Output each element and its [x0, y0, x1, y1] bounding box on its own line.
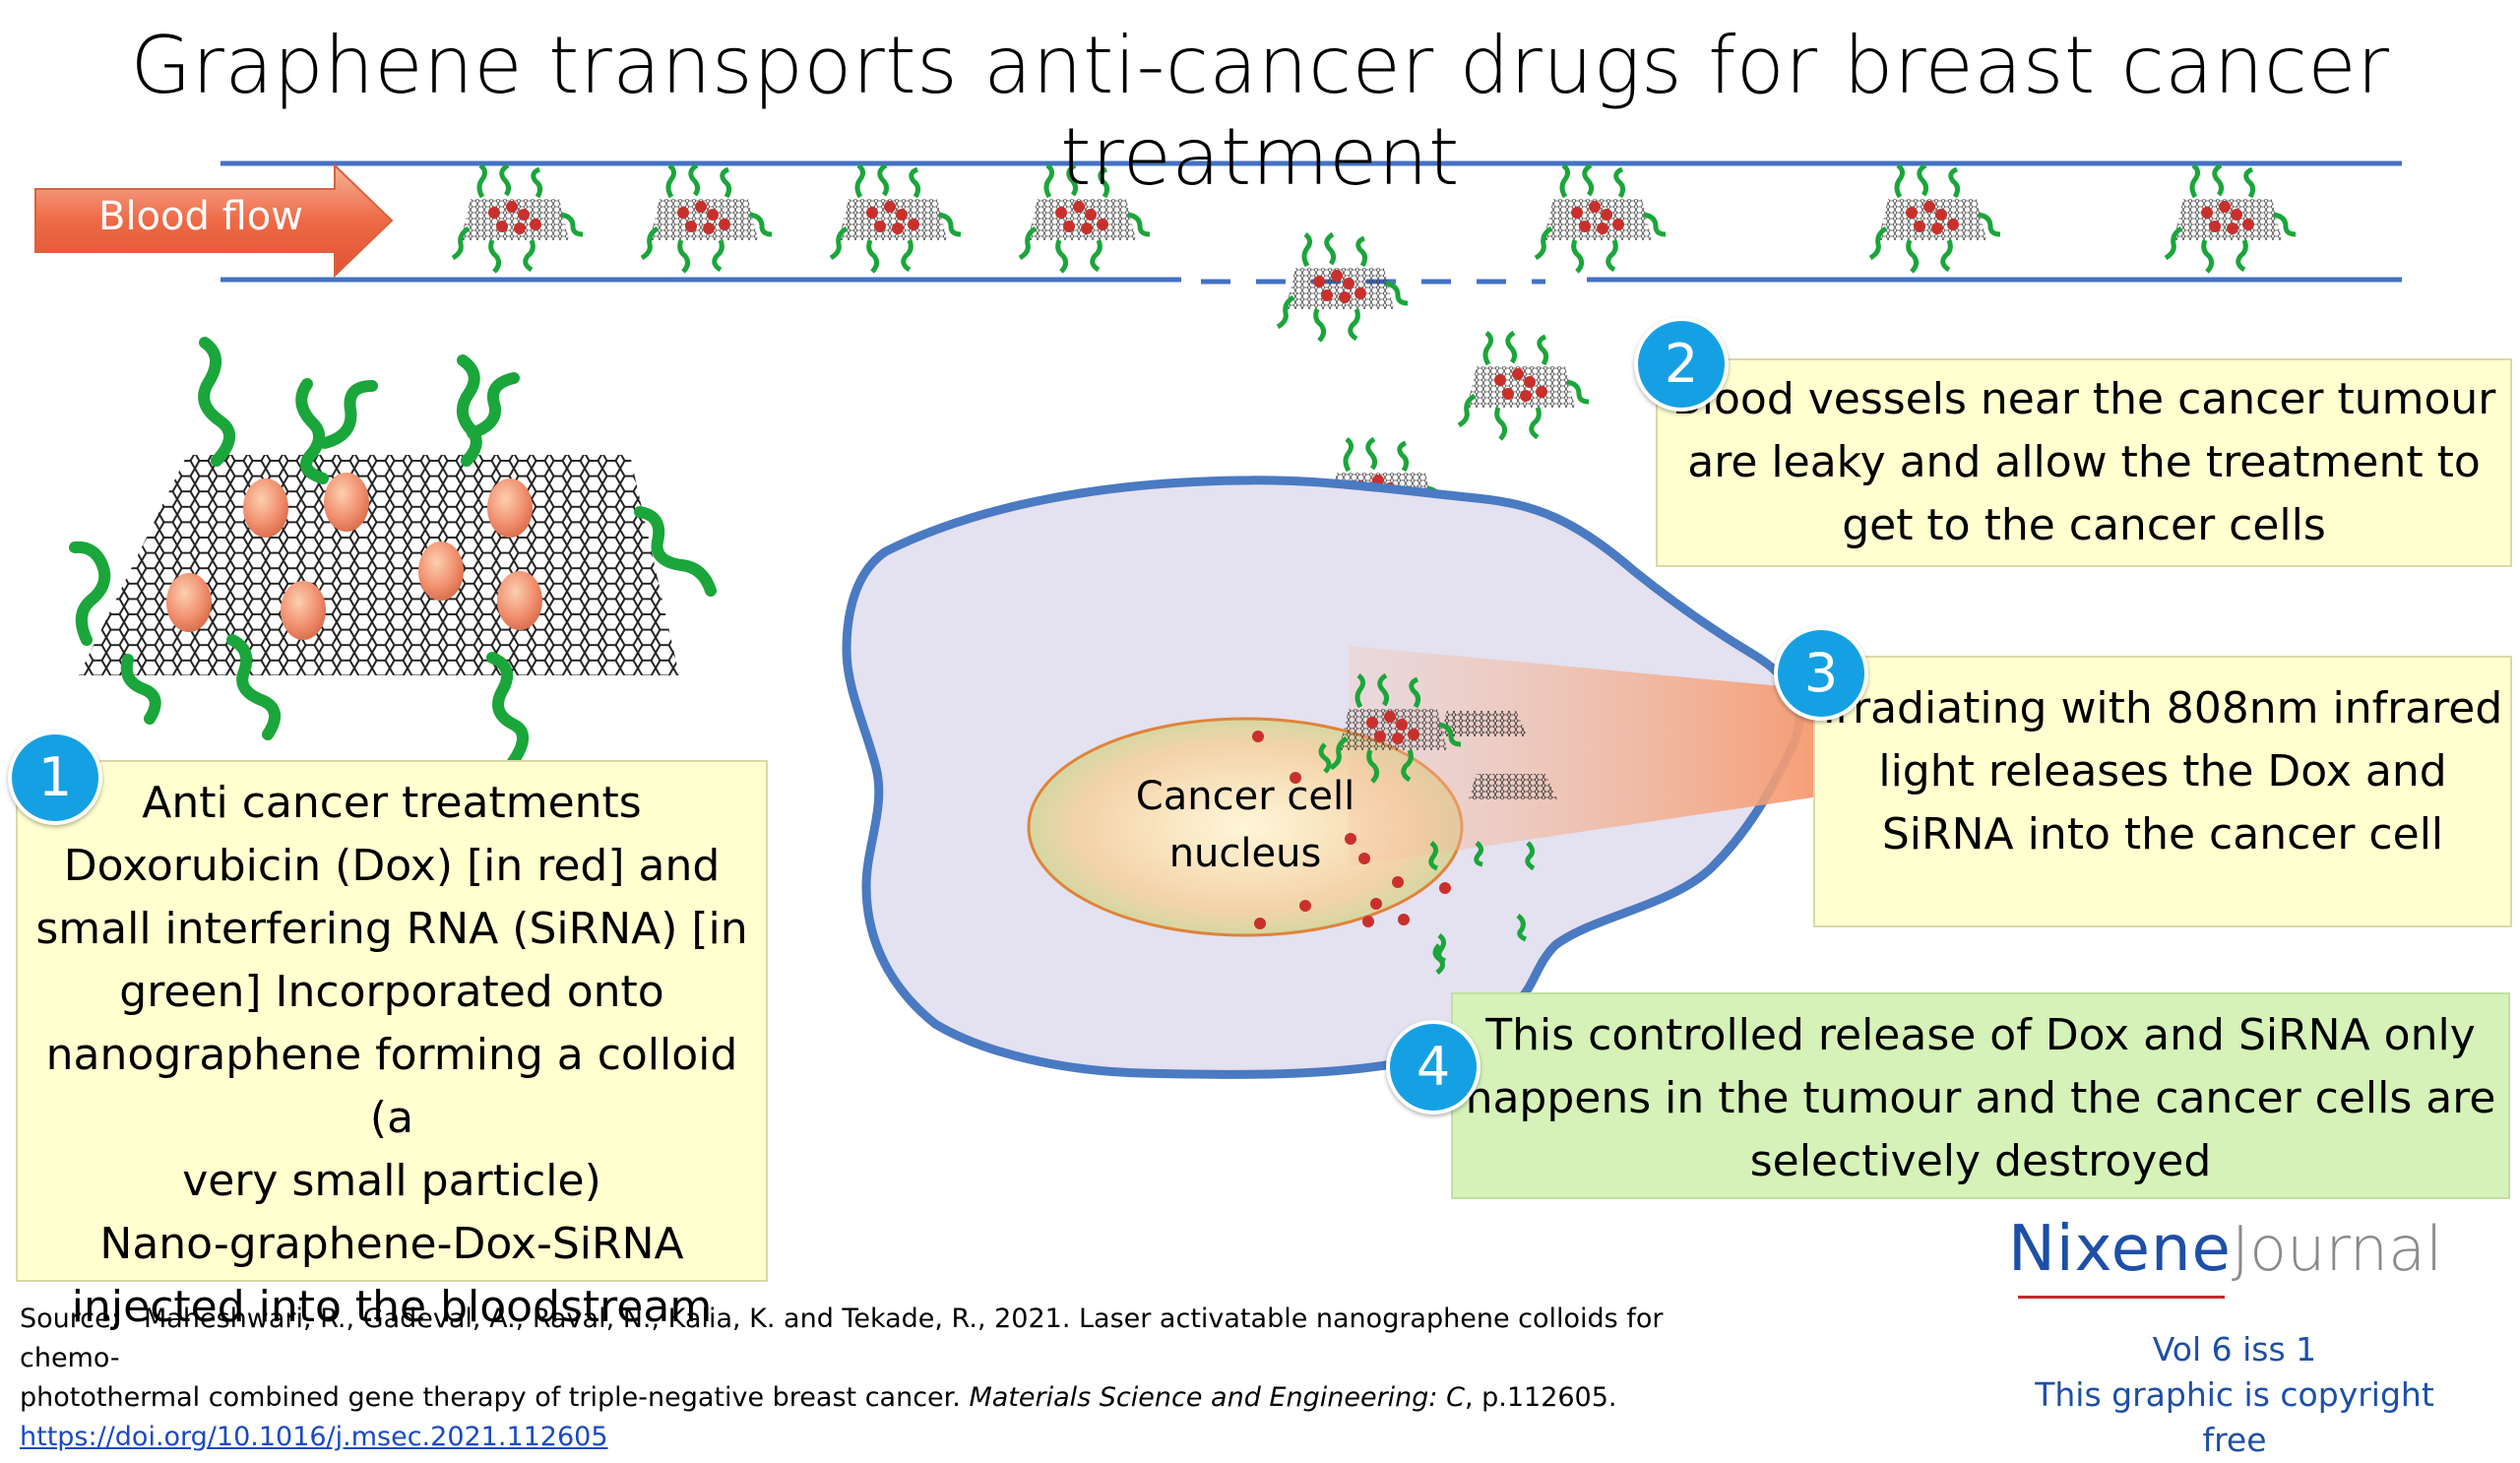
step-4-line: selectively destroyed — [1749, 1136, 2212, 1186]
nucleus-label: Cancer cell nucleus — [1102, 768, 1388, 882]
source-line-1: Source:Maheshwari, R., Gadeval, A., Rava… — [20, 1300, 1713, 1378]
step-1-line: green] Incorporated onto — [119, 967, 664, 1017]
dox-molecules — [166, 473, 542, 640]
source-text-1: Maheshwari, R., Gadeval, A., Raval, N., … — [20, 1304, 1664, 1373]
step-2-line: are leaky and allow the treatment to — [1687, 437, 2481, 487]
blood-flow-arrow — [34, 162, 394, 279]
step-2-badge: 2 — [1634, 317, 1729, 412]
source-citation: Source:Maheshwari, R., Gadeval, A., Rava… — [20, 1300, 1713, 1457]
source-line-3: https://doi.org/10.1016/j.msec.2021.1126… — [20, 1418, 1713, 1457]
copyright-note: This graphic is copyright free — [2035, 1375, 2434, 1459]
volume-label: Vol 6 iss 1 — [2152, 1330, 2317, 1368]
brand-name-nixene: Nixene — [2008, 1213, 2232, 1286]
source-line-2: photothermal combined gene therapy of tr… — [20, 1378, 1713, 1418]
infrared-beam — [1349, 646, 1813, 866]
nucleus-label-line: nucleus — [1168, 831, 1322, 876]
page-title: Graphene transports anti-cancer drugs fo… — [130, 20, 2390, 203]
brand-underline — [2018, 1296, 2225, 1299]
source-label: Source: — [20, 1304, 120, 1334]
step-2-line: Blood vessels near the cancer tumour — [1671, 374, 2496, 424]
step-1-line: Anti cancer treatments — [142, 778, 642, 828]
step-4-line: This controlled release of Dox and SiRNA… — [1485, 1010, 2476, 1060]
source-text-2a: photothermal combined gene therapy of tr… — [20, 1382, 970, 1413]
step-2-line: get to the cancer cells — [1842, 500, 2326, 550]
step-1-line: injected into the bloodstream — [71, 1282, 713, 1332]
source-journal: Materials Science and Engineering: C — [969, 1382, 1465, 1413]
nanographene-sheet — [69, 337, 717, 794]
step-1-line: Doxorubicin (Dox) [in red] and — [63, 841, 721, 891]
step-4-box: This controlled release of Dox and SiRNA… — [1451, 992, 2510, 1199]
step-1-line: nanographene forming a colloid (a — [45, 1030, 738, 1143]
blood-flow-label: Blood flow — [98, 194, 303, 239]
diagram-canvas — [34, 160, 2402, 1079]
step-1-line: small interfering RNA (SiRNA) [in — [35, 904, 748, 954]
step-3-line: light releases the Dox and — [1878, 746, 2447, 796]
brand-info: Vol 6 iss 1 This graphic is copyright fr… — [2008, 1327, 2461, 1463]
step-2-box: Blood vessels near the cancer tumour are… — [1656, 358, 2512, 567]
step-4-badge: 4 — [1386, 1020, 1480, 1114]
released-drugs — [1252, 675, 1536, 975]
nucleus-label-line: Cancer cell — [1135, 774, 1355, 819]
step-1-badge: 1 — [8, 731, 102, 825]
doi-link[interactable]: https://doi.org/10.1016/j.msec.2021.1126… — [20, 1422, 608, 1452]
step-3-box: Irradiating with 808nm infrared light re… — [1813, 656, 2512, 927]
step-3-line: SiRNA into the cancer cell — [1881, 809, 2444, 859]
step-1-box: Anti cancer treatments Doxorubicin (Dox)… — [16, 760, 768, 1332]
step-3-badge: 3 — [1774, 626, 1868, 721]
source-text-2b: , p.112605. — [1464, 1382, 1617, 1413]
nixene-journal-logo: NixeneJournal — [2008, 1213, 2481, 1286]
brand-name-journal: Journal — [2231, 1213, 2443, 1285]
step-3-line: Irradiating with 808nm infrared — [1822, 683, 2503, 733]
step-1-line: very small particle) — [182, 1156, 601, 1206]
step-4-line: happens in the tumour and the cancer cel… — [1465, 1073, 2496, 1123]
step-1-line: Nano-graphene-Dox-SiRNA — [99, 1219, 684, 1269]
